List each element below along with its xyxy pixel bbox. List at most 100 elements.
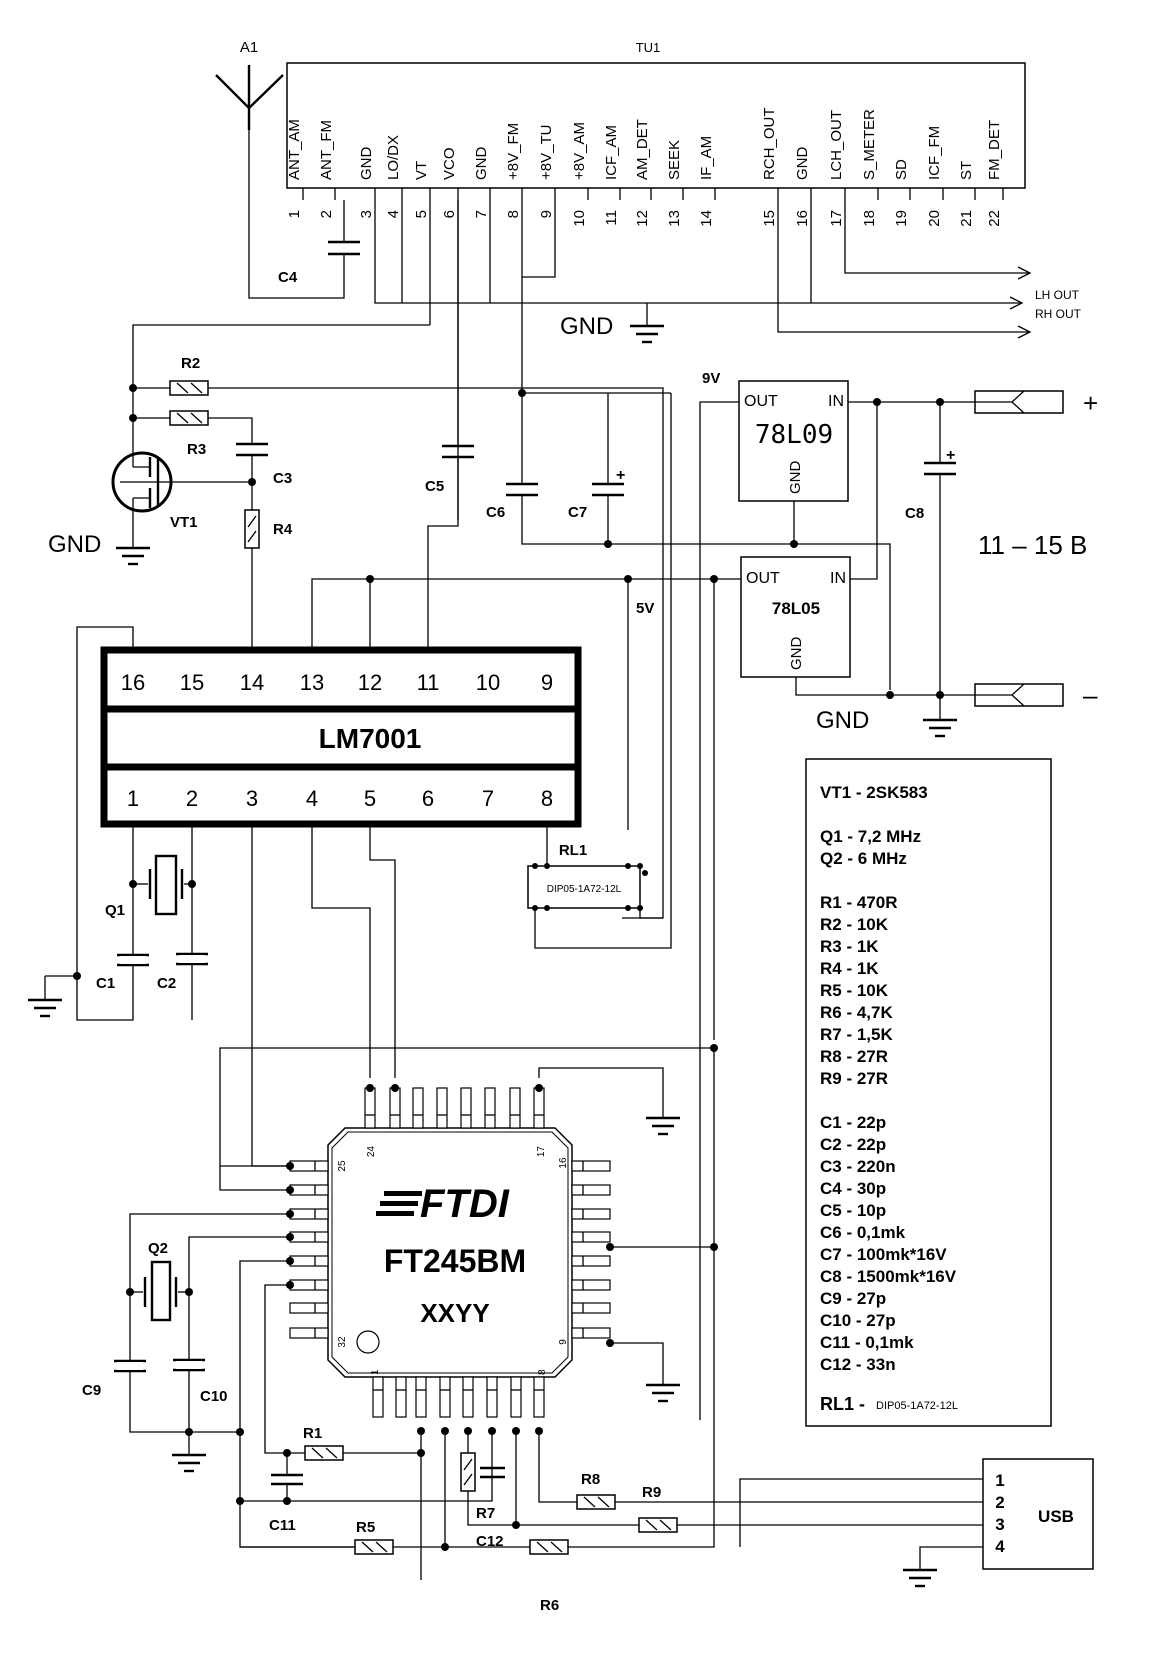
lm7001-pin-top: 14: [240, 670, 264, 695]
bom-item: C10 - 27p: [820, 1311, 896, 1330]
ground-icon: [923, 718, 957, 738]
tuner-pin-name: GND: [358, 147, 375, 181]
ftdi-pad: [460, 1087, 472, 1129]
connector-minus-icon[interactable]: [974, 683, 1064, 707]
capacitor-c9: [114, 1359, 146, 1373]
capacitor-c5: [427, 200, 474, 650]
bom-item: C3 - 220n: [820, 1157, 896, 1176]
ftdi-pad: [389, 1087, 401, 1129]
ftdi-pad: [571, 1160, 611, 1172]
lm7001-pin-bottom: 6: [422, 786, 434, 811]
bom-item: C8 - 1500mk*16V: [820, 1267, 957, 1286]
tuner-pin: 8+8V_FM: [505, 123, 523, 218]
pin1-marker-icon: [356, 1330, 380, 1354]
bom-item: R4 - 1K: [820, 959, 879, 978]
resistor-r9: [638, 1517, 983, 1533]
lm7001-label: LM7001: [319, 723, 422, 754]
bom-item: VT1 - 2SK583: [820, 783, 928, 802]
label-q1: Q1: [105, 902, 125, 919]
ftdi-pad: [289, 1184, 329, 1196]
tuner-pin-name: S_METER: [861, 109, 878, 180]
bom-item: C5 - 10p: [820, 1201, 886, 1220]
reg2-part: 78L05: [772, 599, 820, 618]
reg2-out: OUT: [746, 570, 780, 587]
capacitor-c3: [236, 434, 268, 482]
label-c2: C2: [157, 975, 176, 992]
relay-rl1: [527, 865, 641, 909]
tuner-pin-name: GND: [473, 147, 490, 181]
reg2-in: IN: [830, 570, 846, 587]
tuner-pin-number: 7: [473, 210, 490, 218]
usb-pin-number: 2: [995, 1493, 1004, 1512]
ground-icon: [28, 976, 62, 1018]
lm7001-pin-top: 15: [180, 670, 204, 695]
antenna-label: A1: [240, 39, 258, 56]
crystal-q1-icon: [133, 854, 192, 916]
bom-item: C12 - 33n: [820, 1355, 896, 1374]
capacitor-c6: [506, 393, 891, 690]
tuner-pin-name: ICF_AM: [603, 125, 620, 180]
usb-connector[interactable]: [982, 1458, 1094, 1570]
bom-item: R1 - 470R: [820, 893, 897, 912]
tuner-pin-number: 5: [413, 210, 430, 218]
usb-pin-number: 3: [995, 1515, 1004, 1534]
bom-relay-part: DIP05-1A72-12L: [876, 1400, 958, 1412]
label-c6: C6: [486, 504, 505, 521]
tuner-pin-name: SEEK: [666, 140, 683, 180]
tuner-pin-number: 18: [861, 210, 878, 227]
ftdi-logo-icon: [376, 1191, 422, 1216]
ftdi-pin17: 17: [536, 1146, 547, 1158]
label-r4: R4: [273, 521, 293, 538]
bom-item: C6 - 0,1mk: [820, 1223, 906, 1242]
tuner-pin-name: ANT_AM: [286, 119, 303, 180]
label-r7: R7: [476, 1505, 495, 1522]
supply-minus-label: –: [1083, 680, 1098, 710]
label-r3: R3: [187, 441, 206, 458]
bom-item: C2 - 22p: [820, 1135, 886, 1154]
ftdi-pad: [289, 1255, 329, 1267]
tuner-pin-name: +8V_AM: [571, 122, 588, 180]
tuner-pin-name: ICF_FM: [926, 126, 943, 180]
supply-range-label: 11 – 15 B: [978, 530, 1087, 560]
bom-table: [805, 758, 1052, 1427]
tuner-pin-number: 11: [603, 210, 620, 226]
ftdi-pad: [571, 1231, 611, 1243]
reg2-gnd: GND: [788, 637, 805, 671]
ftdi-pad: [439, 1376, 451, 1418]
tuner-pin-name: LCH_OUT: [828, 110, 845, 180]
bom-item: R9 - 27R: [820, 1069, 888, 1088]
ground-icon: [646, 1383, 680, 1403]
ftdi-pad: [289, 1302, 329, 1314]
lm7001-chip: [100, 646, 582, 828]
ftdi-pad: [484, 1087, 496, 1129]
ftdi-pad: [571, 1279, 611, 1291]
bom-item: R5 - 10K: [820, 981, 889, 1000]
label-c10: C10: [200, 1388, 228, 1405]
capacitor-c2: [176, 952, 208, 966]
bom-item: R2 - 10K: [820, 915, 889, 934]
relay-part: DIP05-1A72-12L: [547, 884, 622, 895]
tuner-pin-number: 4: [385, 210, 402, 218]
label-c8: C8: [905, 505, 924, 522]
ftdi-pad: [462, 1376, 474, 1418]
ground-icon: [172, 1453, 206, 1473]
tuner-ref: TU1: [636, 40, 661, 55]
connector-plus-icon[interactable]: [974, 390, 1064, 414]
supply-plus-label: +: [1083, 388, 1098, 418]
ftdi-logo-text: FTDI: [420, 1182, 510, 1226]
usb-pin-number: 4: [995, 1537, 1005, 1556]
capacitor-c8: +: [924, 402, 956, 720]
ftdi-pad: [571, 1302, 611, 1314]
ftdi-part: FT245BM: [384, 1243, 526, 1279]
tuner-pin: 10+8V_AM: [571, 122, 589, 227]
tuner-pin-number: 21: [958, 210, 975, 227]
